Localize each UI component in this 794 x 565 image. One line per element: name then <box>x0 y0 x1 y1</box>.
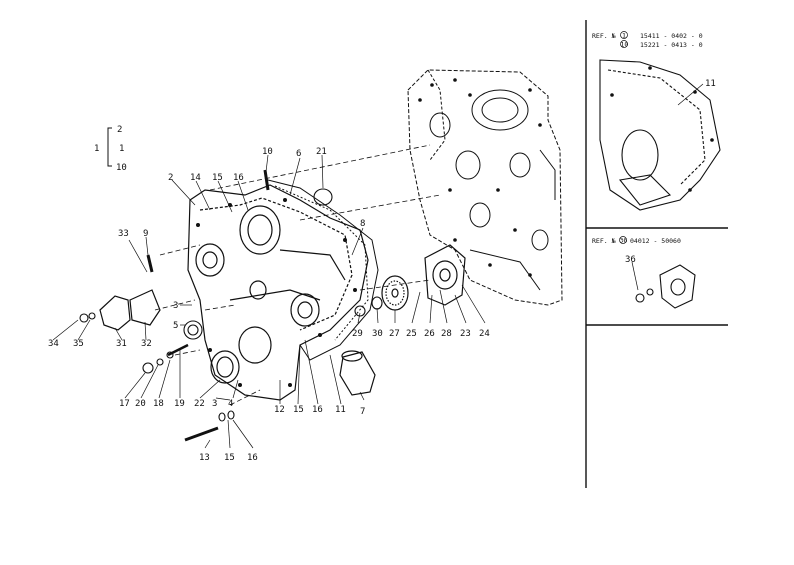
bracket-ref-1: 1 <box>94 144 99 154</box>
leader-lines <box>52 154 486 449</box>
callout-6: 6 <box>296 149 301 159</box>
callout-16-top: 16 <box>233 173 244 183</box>
callout-35: 35 <box>73 339 84 349</box>
callout-5: 5 <box>173 321 178 331</box>
callout-7: 7 <box>360 407 365 417</box>
ref-top-line1-ref: 1 <box>622 32 626 40</box>
callout-15-bottom: 15 <box>224 453 235 463</box>
callout-2: 2 <box>168 173 173 183</box>
oil-filter-drawing <box>339 350 376 396</box>
callout-12: 12 <box>274 405 285 415</box>
callout-34: 34 <box>48 339 59 349</box>
ref-top-callout-11: 11 <box>705 79 716 89</box>
seal-22-drawing <box>210 350 240 384</box>
ref-mid-part-drawing <box>635 264 696 309</box>
callout-23: 23 <box>460 329 471 339</box>
callout-18: 18 <box>153 399 164 409</box>
bracket-ref-2: 2 <box>117 125 122 135</box>
ref-mid-code: 04012 - 50060 <box>630 237 681 245</box>
callout-3-upper: 3 <box>173 301 178 311</box>
callout-14: 14 <box>190 173 201 183</box>
bracket-ref-10: 10 <box>116 163 127 173</box>
callout-9: 9 <box>143 229 148 239</box>
ref-top-line1-code: 15411 - 0402 - 0 <box>640 32 703 40</box>
ref-top-line2-ref: 10 <box>621 41 629 49</box>
small-parts-drawing <box>79 169 383 442</box>
callout-13: 13 <box>199 453 210 463</box>
engine-block-drawing <box>407 69 563 306</box>
ref-panel-mid: REF. № 36 04012 - 50060 36 <box>592 236 696 309</box>
callout-22: 22 <box>194 399 205 409</box>
callout-15-top: 15 <box>212 173 223 183</box>
ref-panel-top: REF. № 1 15411 - 0402 - 0 10 15221 - 041… <box>592 31 721 211</box>
gasket-drawing <box>267 179 379 361</box>
callout-31: 31 <box>116 339 127 349</box>
callout-19: 19 <box>174 399 185 409</box>
callout-24: 24 <box>479 329 490 339</box>
assembly-bracket: 1 2 1 10 <box>94 125 127 173</box>
callout-25: 25 <box>406 329 417 339</box>
callout-26: 26 <box>424 329 435 339</box>
callout-16-mid: 16 <box>312 405 323 415</box>
ref-top-cover-drawing <box>599 59 721 211</box>
gear-case-drawing <box>187 184 369 401</box>
callout-4: 4 <box>228 399 233 409</box>
ref-top-label: REF. № <box>592 32 616 40</box>
callout-21: 21 <box>316 147 327 157</box>
callout-28: 28 <box>441 329 452 339</box>
ref-mid-callout-36: 36 <box>625 255 636 265</box>
callout-33: 33 <box>118 229 129 239</box>
callout-10: 10 <box>262 147 273 157</box>
callout-11: 11 <box>335 405 346 415</box>
callout-27: 27 <box>389 329 400 339</box>
callout-labels: 2 14 15 16 10 6 21 8 33 9 3 5 34 35 31 3… <box>48 147 490 463</box>
callout-20: 20 <box>135 399 146 409</box>
callout-3-lower: 3 <box>212 399 217 409</box>
callout-16-bottom: 16 <box>247 453 258 463</box>
callout-32: 32 <box>141 339 152 349</box>
assembly-guide-lines <box>154 144 441 406</box>
callout-17: 17 <box>119 399 130 409</box>
ref-mid-ref: 36 <box>620 237 628 245</box>
callout-30: 30 <box>372 329 383 339</box>
bracket-ref-1-mid: 1 <box>119 144 124 154</box>
callout-29: 29 <box>352 329 363 339</box>
panel-dividers <box>585 20 728 488</box>
ref-top-line2-code: 15221 - 0413 - 0 <box>640 41 703 49</box>
callout-15-mid: 15 <box>293 405 304 415</box>
callout-8: 8 <box>360 219 365 229</box>
gear-27-drawing <box>381 275 409 311</box>
oil-pump-drawing <box>424 244 466 306</box>
ref-mid-label: REF. № <box>592 237 616 245</box>
cover-31-32-drawing <box>99 289 161 331</box>
